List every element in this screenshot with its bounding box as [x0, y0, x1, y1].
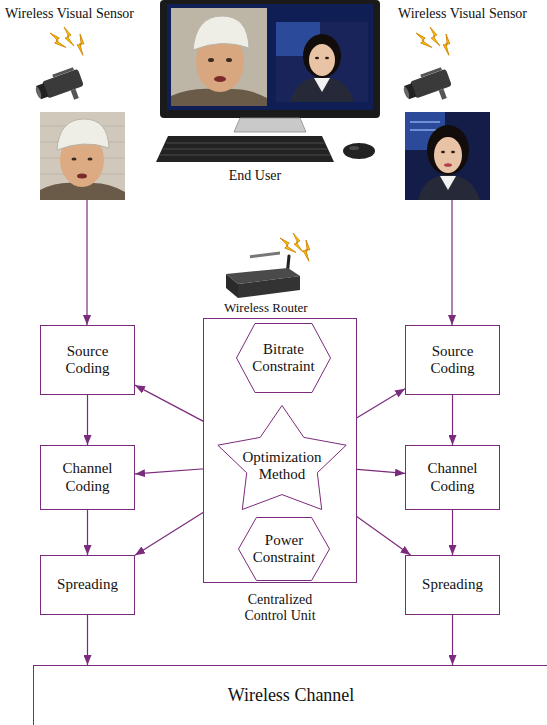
- camera-icon: [439, 89, 447, 100]
- video-frame: [57, 119, 109, 150]
- video-frame: [405, 112, 490, 200]
- constraint-hexagon: Power Constraint: [238, 517, 330, 581]
- monitor-icon: [309, 44, 335, 76]
- monitor-icon: [226, 58, 232, 62]
- router-icon: [226, 252, 300, 298]
- shape-outline: [218, 406, 346, 510]
- mouse-icon: [343, 143, 375, 159]
- video-frame: [451, 151, 455, 154]
- monitor-icon: [160, 0, 380, 118]
- wireless-signal: [64, 27, 74, 46]
- wireless-signal: [74, 34, 90, 55]
- connector-arrow: [452, 395, 453, 445]
- node-label: Channel Coding: [53, 460, 123, 495]
- constraint-hexagon: Bitrate Constraint: [236, 323, 331, 393]
- wireless-signal: [416, 30, 432, 51]
- video-frame: [40, 112, 125, 200]
- keyboard-icon: [160, 143, 330, 155]
- video-frame: [40, 112, 125, 200]
- process-box: Spreading: [40, 555, 135, 615]
- camera-icon: [35, 86, 43, 99]
- camera-icon: [52, 67, 74, 77]
- process-box: Spreading: [405, 555, 500, 615]
- wireless-signal: [50, 30, 66, 51]
- node-label: Spreading: [57, 576, 118, 593]
- wireless-signal: [300, 240, 316, 261]
- group-label: Centralized Control Unit: [225, 592, 335, 624]
- wireless-signal: [440, 34, 456, 55]
- video-frame: [440, 176, 456, 190]
- video-frame: [77, 174, 87, 179]
- mouse-icon: [343, 143, 375, 159]
- caption-label: End User: [205, 168, 305, 184]
- monitor-icon: [290, 76, 354, 102]
- keyboard-icon: [156, 136, 334, 162]
- connector-arrow: [87, 615, 88, 665]
- camera-icon: [71, 89, 79, 100]
- node-label: Optimization Method: [240, 449, 324, 484]
- connector-arrow: [87, 510, 88, 555]
- mouse-icon: [349, 146, 359, 150]
- video-frame: [434, 137, 462, 173]
- video-frame: [444, 163, 452, 167]
- wireless-signal: [280, 235, 296, 256]
- shape-outline: [239, 518, 330, 581]
- monitor-icon: [325, 57, 329, 60]
- camera-icon: [420, 67, 442, 77]
- control-unit-box: Bitrate ConstraintOptimization MethodPow…: [203, 318, 357, 583]
- camera-icon: [403, 86, 411, 99]
- monitor-icon: [314, 78, 330, 92]
- video-feed-arrow: [86, 200, 87, 325]
- caption-label: Wireless Visual Sensor: [398, 6, 527, 22]
- router-icon: [226, 274, 238, 298]
- camera-icon: [33, 66, 88, 111]
- node-label: Channel Coding: [418, 460, 488, 495]
- monitor-icon: [276, 22, 368, 102]
- channel-band: Wireless Channel: [33, 665, 547, 725]
- monitor-icon: [303, 34, 341, 78]
- wireless-signal: [430, 27, 440, 46]
- node-label: Power Constraint: [248, 532, 320, 567]
- node-label: Spreading: [422, 576, 483, 593]
- caption-label: Wireless Router: [224, 301, 308, 316]
- caption-label: Wireless Visual Sensor: [5, 6, 134, 22]
- video-frame: [441, 151, 445, 154]
- router-icon: [238, 276, 300, 298]
- monitor-icon: [193, 16, 249, 50]
- router-icon: [250, 252, 280, 259]
- connector-arrow: [87, 395, 88, 445]
- monitor-icon: [171, 8, 267, 106]
- node-label: Source Coding: [418, 343, 488, 378]
- keyboard-icon: [156, 136, 334, 162]
- optimization-star: Optimization Method: [214, 405, 350, 521]
- node-label: Source Coding: [53, 343, 123, 378]
- monitor-icon: [167, 4, 373, 110]
- monitor-icon: [315, 57, 319, 60]
- video-frame: [410, 122, 440, 130]
- process-box: Channel Coding: [40, 445, 135, 510]
- process-box: Source Coding: [40, 325, 135, 395]
- process-box: Channel Coding: [405, 445, 500, 510]
- monitor-icon: [208, 58, 214, 62]
- video-frame: [427, 125, 469, 175]
- video-frame: [72, 157, 77, 160]
- node-label: Wireless Channel: [228, 685, 355, 706]
- monitor-icon: [234, 118, 306, 132]
- video-feed-arrow: [87, 200, 452, 325]
- video-frame: [405, 112, 490, 200]
- shape-outline: [237, 324, 331, 393]
- wireless-signal: [293, 233, 303, 252]
- node-label: Bitrate Constraint: [248, 341, 320, 376]
- process-box: Source Coding: [405, 325, 500, 395]
- monitor-icon: [214, 76, 226, 82]
- connector-arrow: [452, 510, 453, 555]
- video-frame: [418, 174, 480, 200]
- monitor-icon: [160, 0, 380, 132]
- camera-icon: [401, 66, 456, 111]
- video-frame: [88, 157, 93, 160]
- connector-arrow: [452, 615, 453, 665]
- video-feed-arrow: [451, 200, 452, 325]
